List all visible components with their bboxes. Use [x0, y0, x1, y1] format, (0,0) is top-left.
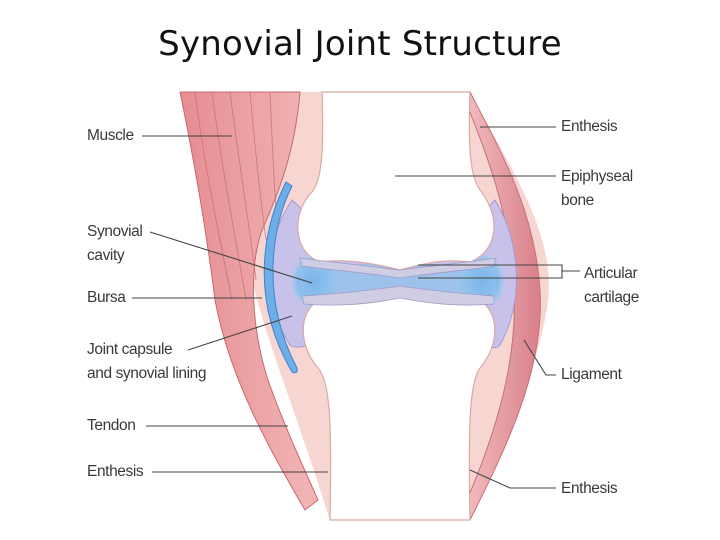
- label-epiphyseal-line2: bone: [561, 192, 594, 209]
- leader-enthesis-bottom-right: [469, 469, 556, 489]
- muscle-striations: [194, 91, 277, 301]
- label-bursa: Bursa: [87, 289, 126, 306]
- label-epiphyseal-line1: Epiphyseal: [561, 168, 633, 185]
- label-synovial-cavity-line2: cavity: [87, 247, 125, 264]
- label-joint-capsule-line1: Joint capsule: [87, 341, 173, 358]
- leader-ligament: [523, 339, 556, 376]
- upper-cartilage: [299, 257, 497, 279]
- label-articular-line2: cartilage: [584, 289, 639, 306]
- label-enthesis-bottom-left: Enthesis: [87, 463, 144, 480]
- bursa: [263, 181, 298, 374]
- label-muscle: Muscle: [87, 127, 134, 144]
- leader-lines: [132, 126, 580, 489]
- label-enthesis-top-right: Enthesis: [561, 118, 618, 135]
- label-joint-capsule-line2: and synovial lining: [87, 365, 207, 382]
- upper-bone: [297, 91, 495, 271]
- slide-title: Synovial Joint Structure: [158, 24, 562, 64]
- muscle: [179, 91, 319, 511]
- leader-joint-capsule: [187, 315, 293, 351]
- lower-cartilage: [301, 285, 495, 306]
- leader-synovial-cavity: [149, 231, 313, 284]
- label-tendon: Tendon: [87, 417, 136, 434]
- lower-bone: [302, 291, 496, 521]
- label-ligament: Ligament: [561, 366, 622, 383]
- label-enthesis-bottom-right: Enthesis: [561, 480, 618, 497]
- label-synovial-cavity-line1: Synovial: [87, 223, 143, 240]
- label-articular-line1: Articular: [584, 265, 638, 282]
